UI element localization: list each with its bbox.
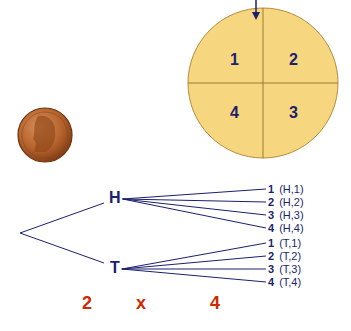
spinner-number: 1 — [230, 51, 239, 69]
spinner-dial — [188, 8, 338, 158]
outcome-leaf: 2 (H,2) — [268, 196, 304, 208]
outcome-label: 4 — [268, 276, 274, 288]
tree-branch — [122, 243, 266, 269]
outcome-label: T — [110, 259, 120, 276]
outcome-node: H — [107, 188, 123, 208]
outcome-label: 2 — [268, 250, 274, 262]
outcome-pair: (H,4) — [279, 222, 303, 234]
outcome-leaf: 4 (T,4) — [268, 276, 301, 288]
outcome-label: 3 — [268, 209, 274, 221]
penny-coin — [18, 108, 72, 162]
spinner-number: 4 — [230, 104, 239, 122]
tree-root-lines — [20, 203, 104, 263]
outcome-pair: (T,4) — [279, 276, 301, 288]
outcome-label: H — [109, 189, 121, 206]
outcome-pair: (T,3) — [279, 263, 301, 275]
tree-branch — [122, 269, 266, 270]
outcome-leaf: 3 (H,3) — [268, 209, 304, 221]
spinner-pointer — [252, 0, 260, 20]
outcome-leaf: 3 (T,3) — [268, 263, 301, 275]
outcome-leaf: 2 (T,2) — [268, 250, 301, 262]
tree-branch — [122, 269, 266, 282]
outcome-pair: (H,2) — [279, 196, 303, 208]
outcome-pair: (H,1) — [279, 183, 303, 195]
outcome-node: T — [108, 258, 122, 278]
outcome-label: 4 — [268, 222, 274, 234]
spinner-number: 3 — [289, 104, 298, 122]
tree-branch — [123, 189, 266, 199]
outcome-label: 1 — [268, 183, 274, 195]
outcome-pair: (T,2) — [279, 250, 301, 262]
outcome-label: 3 — [268, 263, 274, 275]
tree-branch — [123, 199, 266, 228]
spinner-number: 2 — [289, 51, 298, 69]
count-factor: x — [136, 293, 146, 314]
tree-branch — [123, 199, 266, 215]
outcome-leaf: 1 (T,1) — [268, 237, 301, 249]
count-factor: 4 — [210, 293, 220, 314]
outcome-leaf: 1 (H,1) — [268, 183, 304, 195]
outcome-pair: (H,3) — [279, 209, 303, 221]
count-factor: 2 — [82, 293, 92, 314]
outcome-pair: (T,1) — [279, 237, 301, 249]
tree-branch — [122, 256, 266, 269]
outcome-leaf: 4 (H,4) — [268, 222, 304, 234]
outcome-label: 2 — [268, 196, 274, 208]
outcome-label: 1 — [268, 237, 274, 249]
